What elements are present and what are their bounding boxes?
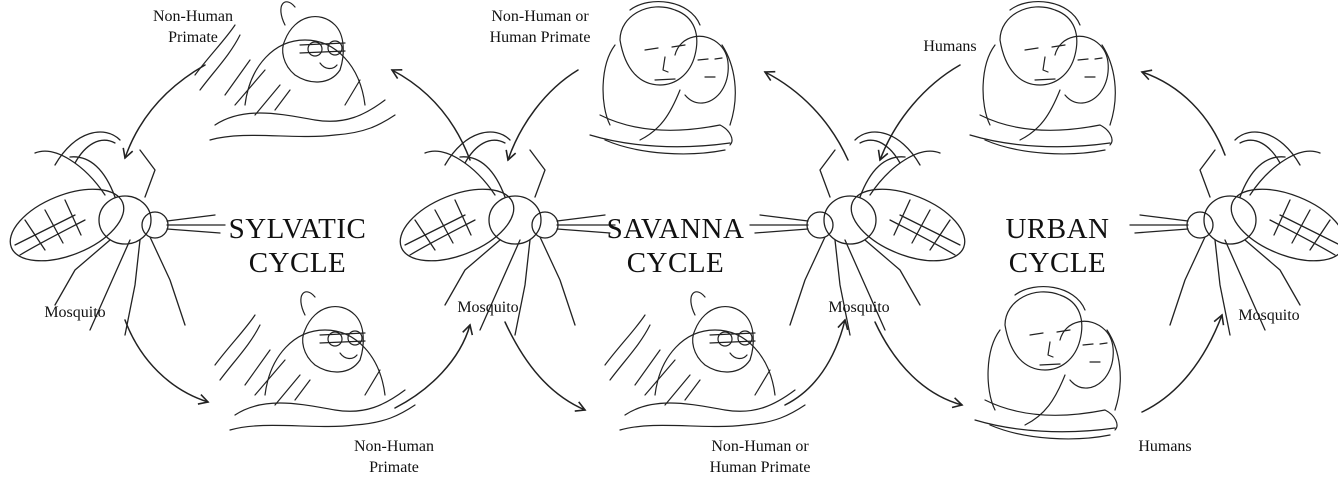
savanna-top-host-label: Non-Human or Human Primate xyxy=(470,6,610,48)
urban-bottom-host-label: Humans xyxy=(1120,436,1210,457)
arrow-savanna-host-to-mosquito-2 xyxy=(785,320,845,405)
urban-cycle-line1: URBAN xyxy=(985,212,1130,246)
sylvatic-bottom-host-label: Non-Human Primate xyxy=(329,436,459,478)
savanna-bottom-host-line1: Non-Human or xyxy=(690,436,830,457)
sylvatic-bottom-host-line2: Primate xyxy=(329,457,459,478)
savanna-top-host-line2: Human Primate xyxy=(470,27,610,48)
sylvatic-top-host-line2: Primate xyxy=(128,27,258,48)
savanna-top-host-line1: Non-Human or xyxy=(470,6,610,27)
arrow-urban-humans-to-mosquito-2 xyxy=(1142,315,1222,412)
human-couple-top-savanna-icon xyxy=(590,2,735,154)
urban-cycle-line2: CYCLE xyxy=(985,246,1130,280)
savanna-bottom-host-line2: Human Primate xyxy=(690,457,830,478)
sylvatic-bottom-host-line1: Non-Human xyxy=(329,436,459,457)
savanna-bottom-host-label: Non-Human or Human Primate xyxy=(690,436,830,478)
arrow-sylvatic-primate-to-mosquito xyxy=(125,65,205,158)
human-couple-bottom-urban-icon xyxy=(975,287,1120,439)
arrow-savanna-mosquito-to-host xyxy=(505,322,585,410)
arrow-savanna-host-to-mosquito xyxy=(508,70,578,160)
savanna-cycle-title: SAVANNA CYCLE xyxy=(598,212,753,280)
mosquito-4-label: Mosquito xyxy=(1224,305,1314,326)
savanna-cycle-line2: CYCLE xyxy=(598,246,753,280)
mosquito-3-label: Mosquito xyxy=(814,297,904,318)
arrow-urban-humans-to-mosquito xyxy=(880,65,960,160)
monkey-bottom-savanna-icon xyxy=(605,292,805,430)
mosquito-2-label: Mosquito xyxy=(443,297,533,318)
sylvatic-top-host-line1: Non-Human xyxy=(128,6,258,27)
arrow-savanna-mosquito-to-host-2 xyxy=(765,72,848,160)
sylvatic-cycle-title: SYLVATIC CYCLE xyxy=(220,212,375,280)
arrow-urban-mosquito-to-humans xyxy=(875,322,962,405)
monkey-bottom-sylvatic-icon xyxy=(215,292,415,430)
mosquito-1-label: Mosquito xyxy=(30,302,120,323)
savanna-cycle-line1: SAVANNA xyxy=(598,212,753,246)
sylvatic-cycle-line2: CYCLE xyxy=(220,246,375,280)
sylvatic-top-host-label: Non-Human Primate xyxy=(128,6,258,48)
arrow-sylvatic-mosquito-to-primate xyxy=(125,320,208,402)
arrow-sylvatic-primate-to-mosquito-2 xyxy=(395,325,470,408)
sylvatic-cycle-line1: SYLVATIC xyxy=(220,212,375,246)
arrow-urban-mosquito-to-humans-2 xyxy=(1142,72,1225,155)
urban-cycle-title: URBAN CYCLE xyxy=(985,212,1130,280)
human-couple-top-urban-icon xyxy=(970,2,1115,154)
urban-top-host-label: Humans xyxy=(905,36,995,57)
